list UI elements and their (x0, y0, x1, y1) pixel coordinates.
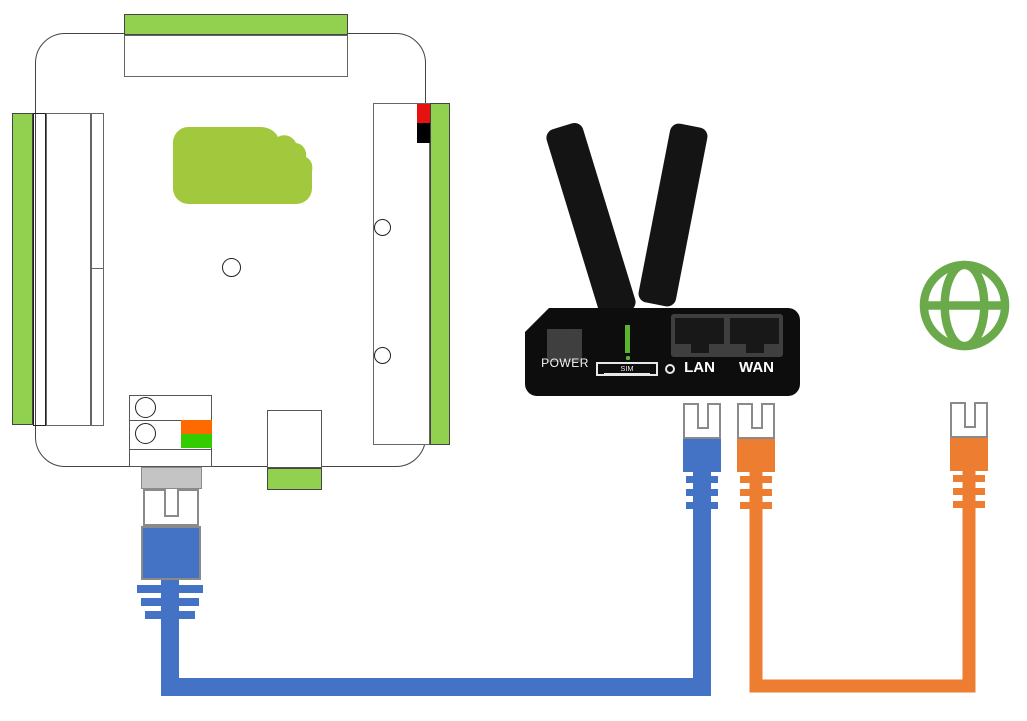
ethernet-ports-panel (671, 314, 783, 357)
right-terminal-black-marker (417, 123, 430, 143)
cable-strain-ridge (953, 475, 985, 482)
signal-dot (626, 356, 630, 360)
mounting-hole (374, 347, 391, 364)
rj45-plug-tab (964, 402, 976, 428)
top-edge-connector (124, 14, 348, 35)
globe-icon (919, 260, 1010, 351)
power-label: POWER (541, 356, 589, 370)
rj45-plug-tab (751, 403, 763, 429)
left-terminal-edge-column (91, 113, 104, 426)
wan-label: WAN (739, 359, 774, 376)
rj45-plug-boot (683, 439, 721, 472)
cable-strain-ridge (137, 585, 203, 593)
wan-cable (749, 470, 976, 693)
left-wire-color-column (33, 113, 46, 426)
cable-strain-ridge (740, 489, 772, 496)
signal-strength-icon (625, 324, 665, 353)
power-socket-key (559, 329, 570, 335)
reset-button (665, 364, 675, 374)
cable-strain-ridge (953, 501, 985, 508)
screw-terminal (135, 397, 156, 418)
bottom-pin-connector-base (267, 468, 322, 490)
wan-port (730, 318, 779, 353)
cable-strain-ridge (686, 489, 718, 496)
lan-port (675, 318, 724, 353)
cable-strain-ridge (740, 502, 772, 509)
right-terminal-green-strip (430, 103, 450, 445)
io-green-cell (181, 434, 212, 448)
rj45-plug-tab (697, 403, 709, 429)
rj45-plug-boot (737, 439, 775, 472)
rj45-plug-boot (950, 438, 988, 471)
screw-terminal (135, 423, 156, 444)
cable-strain-ridge (141, 598, 199, 606)
power-socket-icon (547, 329, 582, 362)
io-orange-cell (181, 420, 212, 434)
bottom-pin-connector (267, 410, 322, 468)
cable-strain-ridge (145, 611, 195, 619)
io-divider (130, 420, 211, 421)
router-body-chamfer (524, 306, 551, 333)
right-terminal-rows (373, 103, 430, 445)
sim-slot: SIM (596, 362, 658, 376)
signal-bar (625, 325, 630, 353)
port-notch (745, 344, 764, 353)
cable-strain-ridge (686, 502, 718, 509)
cable-strain-ridge (740, 476, 772, 483)
rj45-plug-tab (164, 489, 179, 517)
top-pin-header (124, 35, 348, 77)
mounting-hole (222, 258, 241, 277)
sim-label: SIM (604, 364, 650, 374)
rj45-plug-boot (141, 526, 201, 580)
left-terminal-green-strip (12, 113, 33, 425)
io-divider (130, 449, 211, 450)
cable-strain-ridge (953, 488, 985, 495)
right-terminal-red-marker (417, 104, 430, 123)
board-logo (173, 127, 313, 204)
terminal-divider (92, 267, 103, 269)
cable-strain-ridge (686, 476, 718, 483)
port-notch (690, 344, 709, 353)
lan-label: LAN (684, 359, 715, 376)
lan-cable (161, 470, 711, 696)
left-terminal-rows (46, 113, 91, 426)
ethernet-jack (141, 467, 202, 489)
mounting-hole (374, 219, 391, 236)
